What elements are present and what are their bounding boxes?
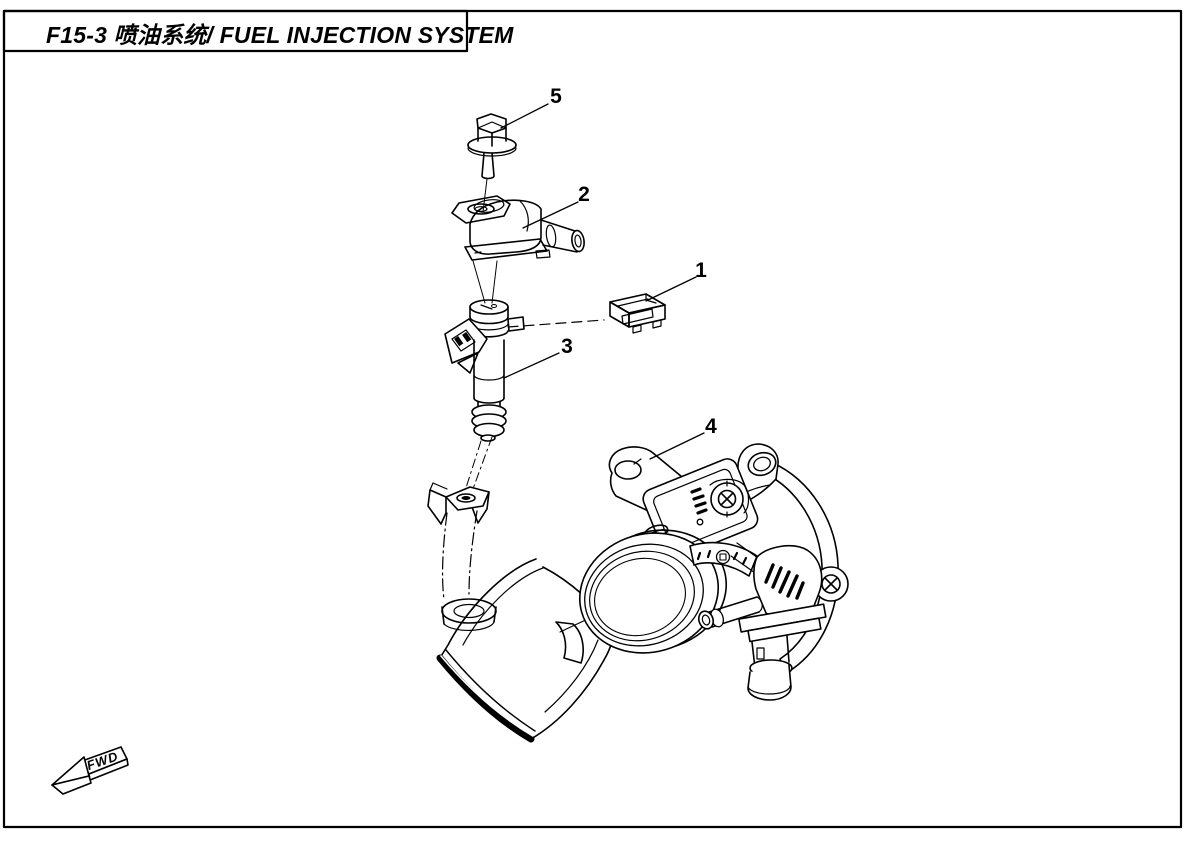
- part-throttle-body: [578, 443, 849, 701]
- callout-1-number: 1: [695, 259, 707, 282]
- throttle-bore: [578, 529, 728, 654]
- idle-valve: [738, 544, 827, 701]
- callout-5-leader: [500, 103, 549, 129]
- callout-3-leader: [503, 352, 560, 379]
- intake-pipe-phantom: [427, 482, 497, 632]
- callout-2-leader: [522, 201, 579, 229]
- part-fuel-injector: [444, 299, 525, 498]
- callout-5-number: 5: [550, 85, 562, 108]
- callout-2-number: 2: [578, 183, 590, 206]
- title-box-border: [2, 9, 469, 53]
- throttle-cam: [689, 541, 758, 577]
- fwd-arrow: FWD: [51, 746, 129, 795]
- page-border: [2, 9, 1183, 829]
- part-fuel-rail: [451, 195, 585, 304]
- part-flange-bolt: [467, 113, 517, 213]
- part-injector-clip: [507, 293, 666, 334]
- callout-4-number: 4: [705, 415, 717, 438]
- sensor-screw: [709, 478, 750, 518]
- page-title: F15-3 喷油系统/ FUEL INJECTION SYSTEM: [46, 22, 514, 48]
- callout-layer: 1 2 3 4 5: [500, 85, 717, 460]
- nozzle-pipe: [697, 596, 763, 630]
- callout-3-number: 3: [561, 335, 573, 358]
- callout-4-leader: [649, 432, 705, 460]
- callout-1-leader: [645, 276, 697, 302]
- vacuum-elbow: [732, 443, 779, 509]
